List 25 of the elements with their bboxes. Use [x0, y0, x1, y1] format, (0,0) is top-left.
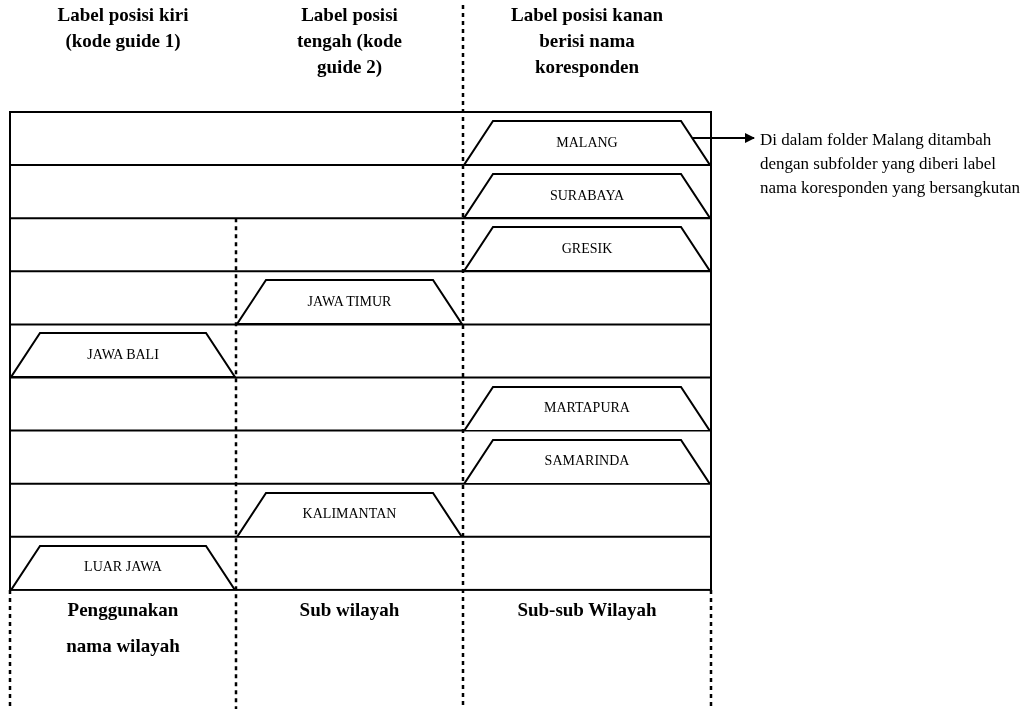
column-heading: Label posisi kiri (kode guide 1) — [56, 3, 190, 53]
folder-tab — [463, 173, 711, 219]
tab-label: JAWA BALI — [86, 346, 160, 363]
column-footer: Sub wilayah — [239, 592, 460, 628]
tab-label: KALIMANTAN — [301, 506, 398, 523]
column-heading: Label posisi tengah (kode guide 2) — [295, 3, 403, 79]
tab-label: MALANG — [555, 134, 619, 151]
note-text: Di dalam folder Malang ditambah dengan subfolder yang diberi label nama koresponden yang bersangkutan — [760, 128, 1022, 200]
column-footer: Sub-sub Wilayah — [477, 592, 697, 628]
folder-tab — [463, 438, 711, 484]
folder-tab — [463, 120, 711, 166]
tab-label: SURABAYA — [548, 187, 626, 204]
tab-label: MARTAPURA — [543, 400, 631, 417]
tab-label: SAMARINDA — [543, 453, 631, 470]
folder-tab — [10, 544, 236, 590]
column-footer: Penggunakan nama wilayah — [53, 592, 193, 664]
folder-tab — [236, 279, 463, 325]
folder-tab — [463, 385, 711, 431]
tab-label: GRESIK — [560, 240, 614, 257]
folder-tab — [236, 491, 463, 537]
folder-tab — [463, 226, 711, 272]
folder-tab — [10, 332, 236, 378]
column-heading: Label posisi kanan berisi nama koresponden — [509, 3, 665, 79]
tab-label: JAWA TIMUR — [306, 293, 393, 310]
tab-label: LUAR JAWA — [83, 559, 163, 576]
